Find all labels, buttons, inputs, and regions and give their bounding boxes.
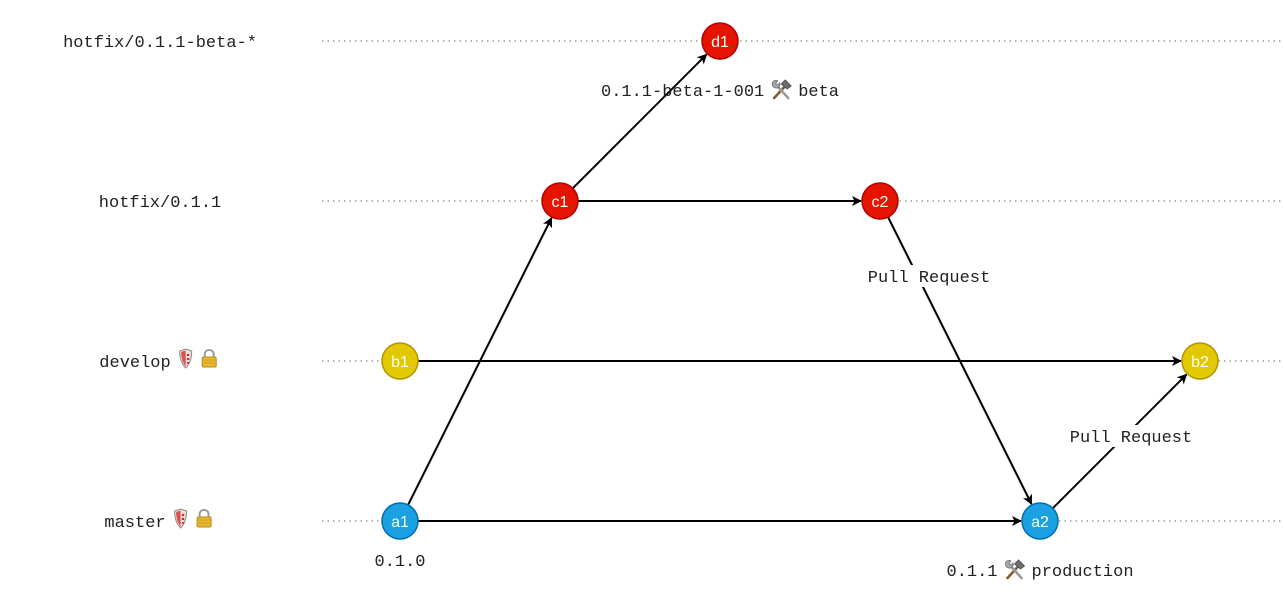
edge-line bbox=[572, 53, 708, 189]
commit-circle bbox=[701, 22, 739, 60]
lane-hotfix: hotfix/0.1.1 bbox=[99, 194, 1284, 213]
commit-label: a2 bbox=[1031, 514, 1049, 531]
pull-request-label: Pull Request bbox=[1070, 429, 1192, 448]
lane-label: develop bbox=[99, 354, 170, 373]
commit-label: c1 bbox=[552, 194, 569, 211]
edge-c1-d1 bbox=[572, 53, 708, 189]
commit-node-c1: c1 bbox=[541, 182, 579, 220]
tools-icon bbox=[771, 79, 792, 100]
commit-circle bbox=[1181, 342, 1219, 380]
lock-icon bbox=[201, 348, 217, 368]
commit-label: b1 bbox=[391, 354, 409, 371]
commit-circle bbox=[381, 342, 419, 380]
commit-node-d1: d1 bbox=[701, 22, 739, 60]
shield-icon bbox=[179, 348, 193, 369]
lane-label: hotfix/0.1.1-beta-* bbox=[63, 34, 257, 53]
lane-hotfix-beta: hotfix/0.1.1-beta-* bbox=[63, 34, 1284, 53]
lock-icon bbox=[196, 508, 212, 528]
commit-circle bbox=[1021, 502, 1059, 540]
edge-c2-a2: Pull Request bbox=[864, 216, 1033, 505]
shield-icon bbox=[174, 508, 188, 529]
lanes-layer: hotfix/0.1.1-beta-* hotfix/0.1.1 develop ma… bbox=[63, 34, 1284, 533]
environment-tag: beta bbox=[798, 83, 839, 102]
commit-label: c2 bbox=[872, 194, 889, 211]
commit-label: d1 bbox=[711, 34, 729, 51]
version-tag: 0.1.1 bbox=[947, 563, 998, 582]
commit-node-b1: b1 bbox=[381, 342, 419, 380]
commit-label: b2 bbox=[1191, 354, 1209, 371]
environment-tag: production bbox=[1032, 563, 1134, 582]
tags-layer: 0.1.1-beta-1-001 beta 0.1.0 0.1.1 production bbox=[375, 79, 1134, 582]
commit-node-a2: a2 bbox=[1021, 502, 1059, 540]
commit-circle bbox=[861, 182, 899, 220]
pull-request-label: Pull Request bbox=[868, 269, 990, 288]
tag-a2: 0.1.1 production bbox=[947, 559, 1134, 582]
edge-a2-b2: Pull Request bbox=[1052, 373, 1196, 509]
commit-circle bbox=[381, 502, 419, 540]
version-tag: 0.1.1-beta-1-001 bbox=[601, 83, 764, 102]
edge-line bbox=[887, 216, 1033, 505]
commit-node-a1: a1 bbox=[381, 502, 419, 540]
edge-label-background bbox=[1066, 425, 1196, 447]
edge-label-background bbox=[864, 265, 994, 287]
commit-label: a1 bbox=[391, 514, 409, 531]
commit-circle bbox=[541, 182, 579, 220]
commit-node-c2: c2 bbox=[861, 182, 899, 220]
tools-icon bbox=[1005, 559, 1026, 580]
lane-label: hotfix/0.1.1 bbox=[99, 194, 221, 213]
lane-label: master bbox=[104, 514, 165, 533]
nodes-layer: d1 c1 c2 b1 b2 a1 a2 bbox=[381, 22, 1219, 540]
tag-d1: 0.1.1-beta-1-001 beta bbox=[601, 79, 839, 102]
version-tag: 0.1.0 bbox=[375, 553, 426, 572]
commit-node-b2: b2 bbox=[1181, 342, 1219, 380]
tag-a1: 0.1.0 bbox=[375, 553, 426, 572]
